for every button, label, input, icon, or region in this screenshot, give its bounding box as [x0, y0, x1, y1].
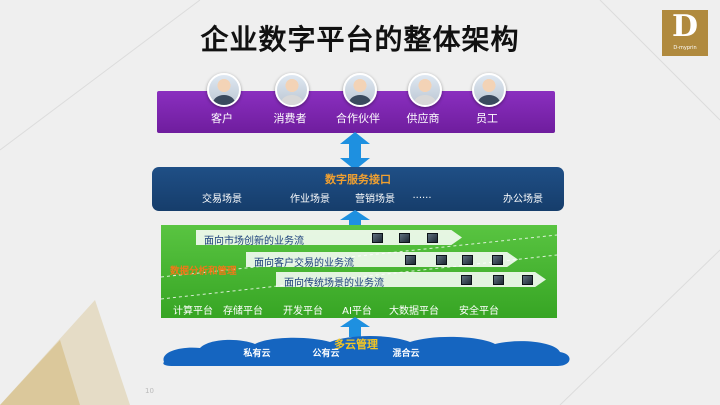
- page-number: 10: [145, 387, 154, 395]
- flow-label-customer: 面向客户交易的业务流: [254, 258, 354, 269]
- data-analytics-label: 数据分析和管理: [170, 266, 237, 277]
- data-cube-icon: [522, 275, 533, 285]
- business-flow-market: [196, 230, 462, 245]
- platform-bigdata: 大数据平台: [389, 306, 439, 317]
- data-cube-icon: [372, 233, 383, 243]
- user-label-customer: 客户: [211, 112, 233, 125]
- employee-avatar-icon: [472, 73, 506, 107]
- flow-label-traditional: 面向传统场景的业务流: [284, 278, 384, 289]
- data-cube-icon: [462, 255, 473, 265]
- user-label-consumer: 消费者: [273, 112, 307, 125]
- scene-trade: 交易场景: [202, 194, 242, 205]
- platform-security: 安全平台: [459, 306, 499, 317]
- user-label-supplier: 供应商: [406, 112, 440, 125]
- data-cube-icon: [399, 233, 410, 243]
- user-label-partner: 合作伙伴: [336, 112, 380, 125]
- brand-logo: D D-myprin: [662, 10, 708, 56]
- logo-letter: D: [671, 9, 698, 44]
- scene-marketing: 营销场景: [355, 194, 395, 205]
- scene-operation: 作业场景: [290, 194, 330, 205]
- data-cube-icon: [461, 275, 472, 285]
- partner-avatar-icon: [343, 73, 377, 107]
- data-cube-icon: [492, 255, 503, 265]
- supplier-avatar-icon: [408, 73, 442, 107]
- business-flow-traditional: [276, 272, 546, 287]
- platform-compute: 计算平台: [173, 306, 213, 317]
- platform-ai: AI平台: [342, 306, 372, 317]
- data-cube-icon: [493, 275, 504, 285]
- scene-office: 办公场景: [503, 194, 543, 205]
- up-arrow-icon: [340, 210, 370, 230]
- double-arrow-icon: [340, 132, 370, 170]
- flow-label-market: 面向市场创新的业务流: [204, 236, 304, 247]
- logo-subtitle: D-myprin: [673, 45, 697, 51]
- data-cube-icon: [405, 255, 416, 265]
- customer-avatar-icon: [207, 73, 241, 107]
- business-flow-customer: [246, 252, 518, 267]
- cloud-hybrid: 混合云: [392, 349, 420, 359]
- user-label-employee: 员工: [476, 112, 498, 125]
- cloud-public: 公有云: [312, 349, 340, 359]
- platform-storage: 存储平台: [223, 306, 263, 317]
- up-arrow-icon: [340, 317, 370, 337]
- cloud-private: 私有云: [243, 349, 271, 359]
- cloud-layer: [163, 336, 570, 366]
- scene-more: ......: [412, 190, 432, 201]
- digital-service-interface: [152, 167, 564, 211]
- multi-cloud-title: 多云管理: [334, 338, 378, 351]
- slide-title: 企业数字平台的整体架构: [200, 23, 520, 56]
- platform-dev: 开发平台: [283, 306, 323, 317]
- interface-title: 数字服务接口: [325, 173, 391, 186]
- data-cube-icon: [436, 255, 447, 265]
- consumer-avatar-icon: [275, 73, 309, 107]
- data-cube-icon: [427, 233, 438, 243]
